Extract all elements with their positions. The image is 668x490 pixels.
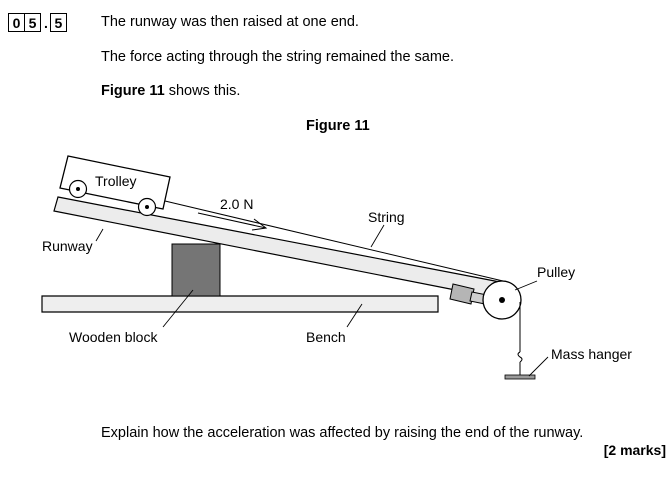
runway [53,196,501,299]
label-mass-hanger: Mass hanger [551,346,632,362]
figure-11-diagram: Trolley 2.0 N String Runway Pulley Woode… [41,155,632,380]
trolley [59,155,171,217]
question-separator: . [44,14,48,31]
label-string: String [368,209,405,225]
statement-line-2: The force acting through the string rema… [101,49,455,65]
statement-line-1: The runway was then raised at one end. [101,14,359,30]
question-digit-3: 5 [49,13,67,32]
marks-label: [2 marks] [603,442,666,458]
label-trolley: Trolley [95,173,137,189]
leader-lines [95,224,549,377]
label-bench: Bench [306,329,346,345]
label-wooden-block: Wooden block [69,329,158,345]
label-force: 2.0 N [220,196,253,212]
question-digit-2: 5 [24,13,41,32]
statement-line-3-rest: shows this. [164,83,241,99]
mass-hanger [504,351,536,380]
statement-line-3: Figure 11 shows this. [101,83,240,99]
question-number: 0 5 . 5 [8,12,67,33]
force-arrow [197,212,268,231]
figure-title: Figure 11 [306,118,370,134]
bench [41,295,439,313]
label-pulley: Pulley [537,264,575,280]
label-runway: Runway [42,238,93,254]
string [164,200,504,282]
wooden-block [171,243,221,297]
question-prompt: Explain how the acceleration was affecte… [101,425,584,441]
pulley [482,280,522,320]
figure-reference: Figure 11 [101,83,165,99]
